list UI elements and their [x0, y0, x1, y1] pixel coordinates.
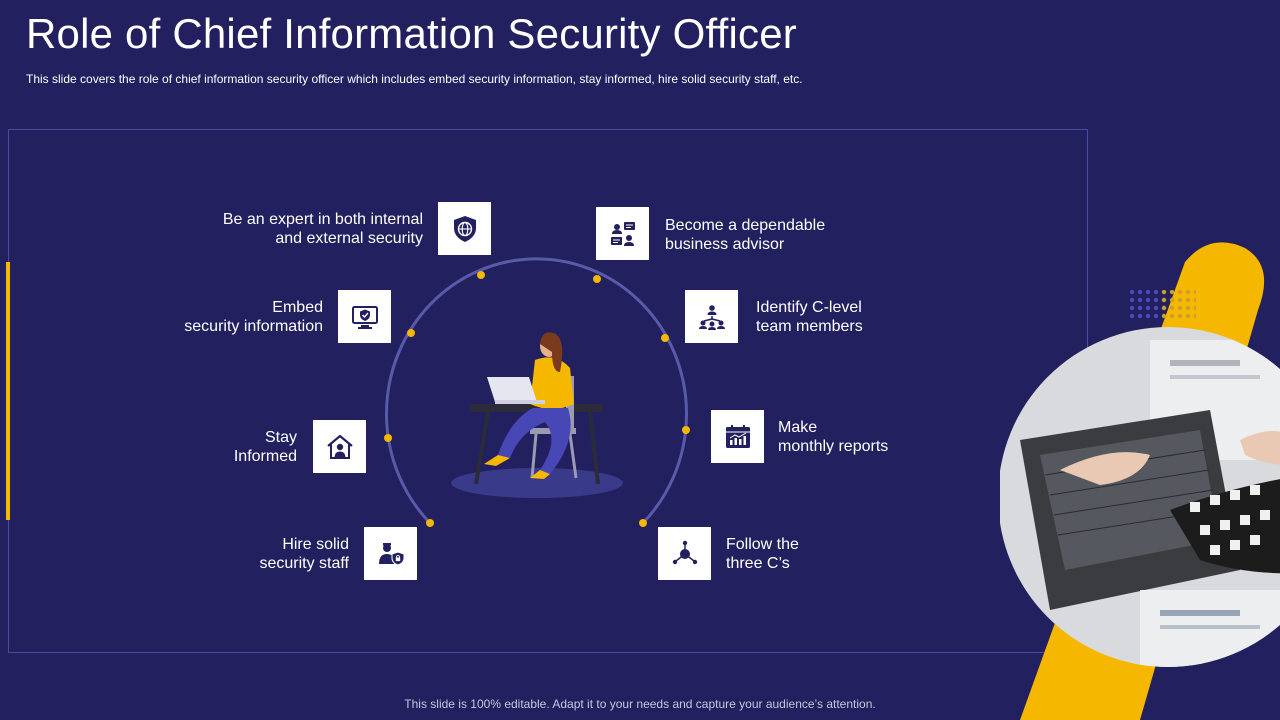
role-label-line: business advisor [665, 236, 785, 253]
role-icon-box [711, 410, 764, 463]
hub-nodes-icon [672, 540, 697, 564]
role-label-line: Be an expert in both internal [222, 211, 423, 228]
role-label-line: Stay [264, 429, 297, 446]
laptop-photo [1000, 327, 1280, 667]
role-icon-box [338, 290, 391, 343]
role-label-embed-security: Embed security information [184, 298, 323, 336]
role-label-line: security information [184, 318, 323, 335]
role-icon-box [596, 207, 649, 260]
shield-globe-icon [453, 215, 476, 242]
role-icon-box [438, 202, 491, 255]
house-person-icon [326, 434, 353, 459]
page-subtitle: This slide covers the role of chief info… [26, 72, 803, 86]
arc-dot [477, 271, 485, 279]
role-label-line: three C’s [726, 555, 790, 572]
page-title: Role of Chief Information Security Offic… [26, 10, 797, 57]
arc-dot [639, 519, 647, 527]
role-label-line: Become a dependable [665, 217, 826, 234]
role-label-c-level: Identify C-level team members [756, 298, 863, 336]
role-label-line: Make [778, 419, 818, 436]
role-label-line: monthly reports [778, 438, 889, 455]
staff-lock-icon [378, 542, 404, 566]
dot-grid-decor [1160, 290, 1196, 320]
role-icon-box [313, 420, 366, 473]
role-label-expert-security: Be an expert in both internal and extern… [223, 210, 423, 248]
arc-dot [593, 275, 601, 283]
role-label-line: Hire solid [282, 536, 349, 553]
arc-dot [682, 426, 690, 434]
role-label-line: and external security [275, 230, 423, 247]
decorative-photo-group [1000, 242, 1280, 720]
arc-line [385, 257, 688, 525]
role-label-line: Follow the [726, 536, 799, 553]
arc-dot [426, 519, 434, 527]
role-label-monthly-reports: Make monthly reports [778, 418, 888, 456]
arc-dot [661, 334, 669, 342]
role-label-line: security staff [259, 555, 349, 572]
role-label-business-advisor: Become a dependable business advisor [665, 216, 825, 254]
role-icon-box [685, 290, 738, 343]
role-label-three-cs: Follow the three C’s [726, 535, 799, 573]
calendar-chart-icon [725, 424, 750, 448]
woman-laptop-illustration [451, 332, 623, 498]
role-label-hire-staff: Hire solid security staff [259, 535, 349, 573]
role-label-stay-informed: Stay Informed [234, 428, 297, 466]
arc-dot [384, 434, 392, 442]
role-label-line: Embed [272, 299, 323, 316]
accent-bar [6, 262, 10, 520]
role-label-line: team members [756, 318, 863, 335]
footer-note: This slide is 100% editable. Adapt it to… [404, 697, 876, 711]
role-icon-box [658, 527, 711, 580]
role-label-line: Informed [233, 448, 297, 465]
role-label-line: Identify C-level [756, 299, 862, 316]
role-icon-box [364, 527, 417, 580]
arc-dot [407, 329, 415, 337]
advisor-chat-icon [610, 221, 635, 246]
team-network-icon [698, 304, 725, 330]
monitor-shield-icon [351, 305, 378, 329]
